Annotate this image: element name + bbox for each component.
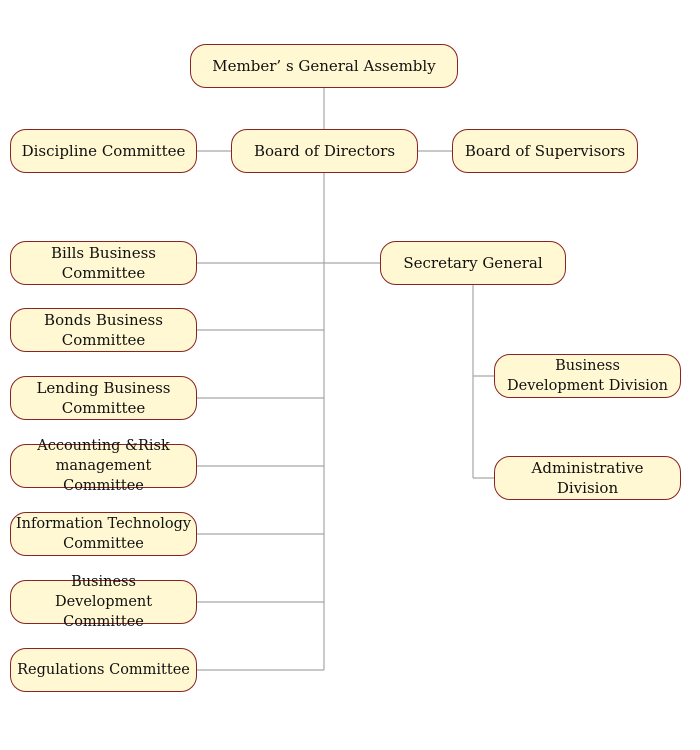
node-bills-business-committee: Bills Business Committee	[10, 241, 197, 285]
node-administrative-division: Administrative Division	[494, 456, 681, 500]
node-members-general-assembly: Member’ s General Assembly	[190, 44, 458, 88]
node-secretary-general: Secretary General	[380, 241, 566, 285]
node-business-development-division: Business Development Division	[494, 354, 681, 398]
node-regulations-committee: Regulations Committee	[10, 648, 197, 692]
node-board-of-supervisors: Board of Supervisors	[452, 129, 638, 173]
node-information-technology-committee: Information Technology Committee	[10, 512, 197, 556]
node-discipline-committee: Discipline Committee	[10, 129, 197, 173]
node-lending-business-committee: Lending Business Committee	[10, 376, 197, 420]
node-bonds-business-committee: Bonds Business Committee	[10, 308, 197, 352]
node-business-development-committee: Business Development Committee	[10, 574, 197, 630]
node-board-of-directors: Board of Directors	[231, 129, 418, 173]
node-accounting-risk-committee: Accounting &Risk management Committee	[10, 438, 197, 494]
